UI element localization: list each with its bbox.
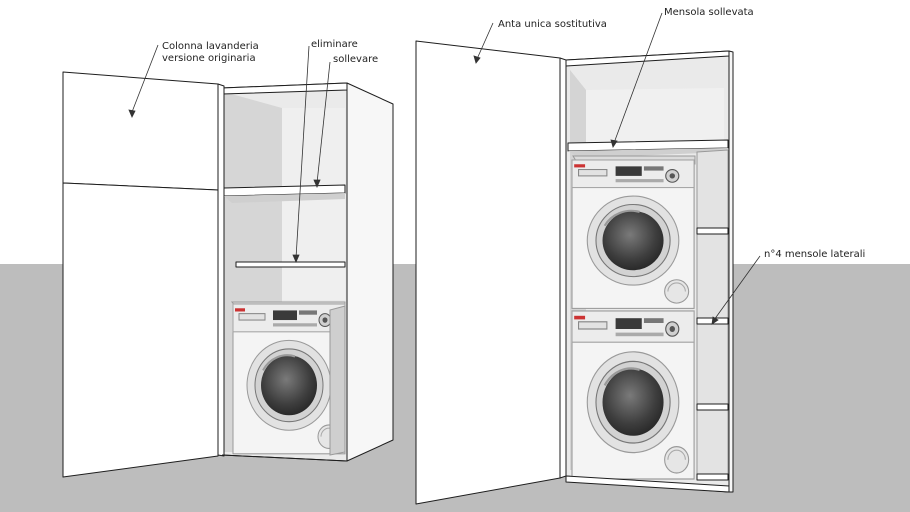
label-mensola-sollevata: Mensola sollevata xyxy=(664,7,754,18)
label-sollevare: sollevare xyxy=(333,54,378,65)
label-original-line2: versione originaria xyxy=(162,53,256,64)
label-original-line1: Colonna lavanderia xyxy=(162,41,259,52)
label-anta-unica: Anta unica sostitutiva xyxy=(498,19,607,30)
label-eliminare: eliminare xyxy=(311,39,358,50)
door-lower xyxy=(62,182,219,478)
original-column xyxy=(62,71,394,478)
replacement-door xyxy=(415,40,561,505)
label-mensole-laterali: n°4 mensole laterali xyxy=(764,249,865,260)
washing-machine-original xyxy=(231,302,347,455)
leader-lines xyxy=(128,12,761,325)
washing-machine-lower xyxy=(570,309,696,481)
modified-column xyxy=(415,40,734,505)
dryer-upper xyxy=(570,158,696,310)
